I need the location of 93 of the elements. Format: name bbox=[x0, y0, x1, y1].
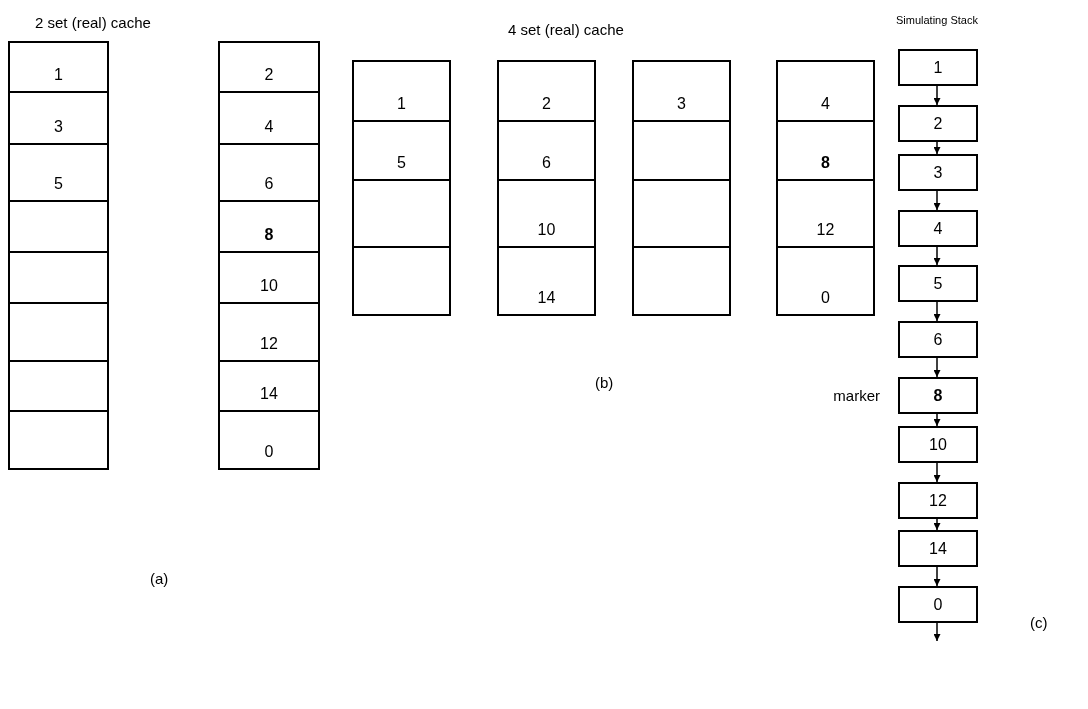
cell-value: 4 bbox=[821, 96, 830, 112]
cell-value: 8 bbox=[264, 227, 274, 243]
heading-label: 4 set (real) cache bbox=[508, 20, 624, 40]
cache-slot-cell bbox=[8, 91, 109, 145]
cache-slot-cell bbox=[632, 120, 731, 181]
arrow bbox=[933, 564, 941, 587]
panel-label: (b) bbox=[595, 373, 614, 393]
heading-label: 2 set (real) cache bbox=[35, 13, 151, 33]
cache-slot-cell bbox=[8, 200, 109, 253]
cell-value: 0 bbox=[821, 290, 830, 306]
stack-entry-box bbox=[898, 154, 978, 191]
stack-entry-box bbox=[898, 49, 978, 86]
cache-slot-cell bbox=[497, 179, 596, 248]
cache-slot-cell bbox=[776, 60, 875, 122]
cache-slot-cell bbox=[632, 246, 731, 316]
cell-value: 3 bbox=[677, 96, 686, 112]
cache-slot-cell bbox=[776, 246, 875, 316]
cache-slot-cell bbox=[218, 302, 320, 362]
cell-value: 5 bbox=[933, 275, 943, 292]
cell-value: 6 bbox=[542, 155, 551, 171]
cache-slot-cell bbox=[8, 41, 109, 93]
cell-value: 6 bbox=[933, 331, 943, 348]
stack-entry-box bbox=[898, 265, 978, 302]
cell-value: 1 bbox=[933, 59, 943, 76]
cache-slot-cell bbox=[352, 179, 451, 248]
cell-value: 5 bbox=[397, 155, 406, 171]
arrow bbox=[933, 355, 941, 378]
cache-slot-cell bbox=[632, 60, 731, 122]
arrow bbox=[933, 516, 941, 531]
panel-label: (c) bbox=[1030, 613, 1048, 633]
cell-value: 10 bbox=[929, 436, 947, 453]
cell-value: 12 bbox=[816, 222, 835, 238]
cache-slot-cell bbox=[8, 302, 109, 362]
arrow bbox=[933, 460, 941, 483]
cache-slot-cell bbox=[218, 360, 320, 412]
cell-value: 6 bbox=[264, 176, 274, 192]
cell-value: 10 bbox=[260, 278, 278, 294]
cache-slot-cell bbox=[218, 410, 320, 470]
arrow bbox=[933, 188, 941, 211]
cache-slot-cell bbox=[8, 251, 109, 304]
cell-value: 1 bbox=[54, 67, 63, 83]
cache-slot-cell bbox=[8, 410, 109, 470]
cache-slot-cell bbox=[497, 246, 596, 316]
cell-value: 0 bbox=[933, 596, 943, 613]
cache-slot-cell bbox=[776, 179, 875, 248]
marker-label: marker bbox=[833, 385, 880, 406]
cell-value: 4 bbox=[933, 220, 943, 237]
arrow bbox=[933, 83, 941, 106]
stack-entry-box bbox=[898, 482, 978, 519]
cache-slot-cell bbox=[632, 179, 731, 248]
cell-value: 14 bbox=[537, 290, 556, 306]
cell-value: 4 bbox=[264, 119, 274, 135]
arrow bbox=[933, 620, 941, 642]
heading-label: Simulating Stack bbox=[896, 13, 978, 28]
cell-value: 2 bbox=[933, 115, 943, 132]
cell-value: 8 bbox=[821, 155, 830, 171]
cache-slot-cell bbox=[8, 360, 109, 412]
cell-value: 0 bbox=[264, 444, 274, 460]
cell-value: 3 bbox=[933, 164, 943, 181]
cell-value: 12 bbox=[260, 336, 278, 352]
stack-entry-box bbox=[898, 426, 978, 463]
cell-value: 1 bbox=[397, 96, 406, 112]
stack-entry-box bbox=[898, 210, 978, 247]
stack-entry-box bbox=[898, 105, 978, 142]
arrow bbox=[933, 299, 941, 322]
cache-slot-cell bbox=[352, 60, 451, 122]
cell-value: 2 bbox=[264, 67, 274, 83]
cell-value: 14 bbox=[929, 540, 947, 557]
cell-value: 10 bbox=[537, 222, 556, 238]
cache-slot-cell bbox=[352, 246, 451, 316]
stack-entry-box bbox=[898, 586, 978, 623]
cache-slot-cell bbox=[776, 120, 875, 181]
cell-value: 2 bbox=[542, 96, 551, 112]
cache-slot-cell bbox=[497, 60, 596, 122]
arrow bbox=[933, 139, 941, 155]
arrow bbox=[933, 244, 941, 266]
cache-slot-cell bbox=[218, 41, 320, 93]
stack-entry-box bbox=[898, 530, 978, 567]
cache-slot-cell bbox=[352, 120, 451, 181]
panel-label: (a) bbox=[150, 569, 169, 589]
cache-slot-cell bbox=[218, 143, 320, 202]
cell-value: 3 bbox=[54, 119, 63, 135]
arrow bbox=[933, 411, 941, 427]
cache-slot-cell bbox=[218, 251, 320, 304]
cache-slot-cell bbox=[8, 143, 109, 202]
stack-entry-box bbox=[898, 321, 978, 358]
cache-slot-cell bbox=[218, 91, 320, 145]
cell-value: 5 bbox=[54, 176, 63, 192]
cache-slot-cell bbox=[218, 200, 320, 253]
cell-value: 14 bbox=[260, 386, 278, 402]
cache-slot-cell bbox=[497, 120, 596, 181]
cell-value: 8 bbox=[933, 387, 943, 404]
cell-value: 12 bbox=[929, 492, 947, 509]
